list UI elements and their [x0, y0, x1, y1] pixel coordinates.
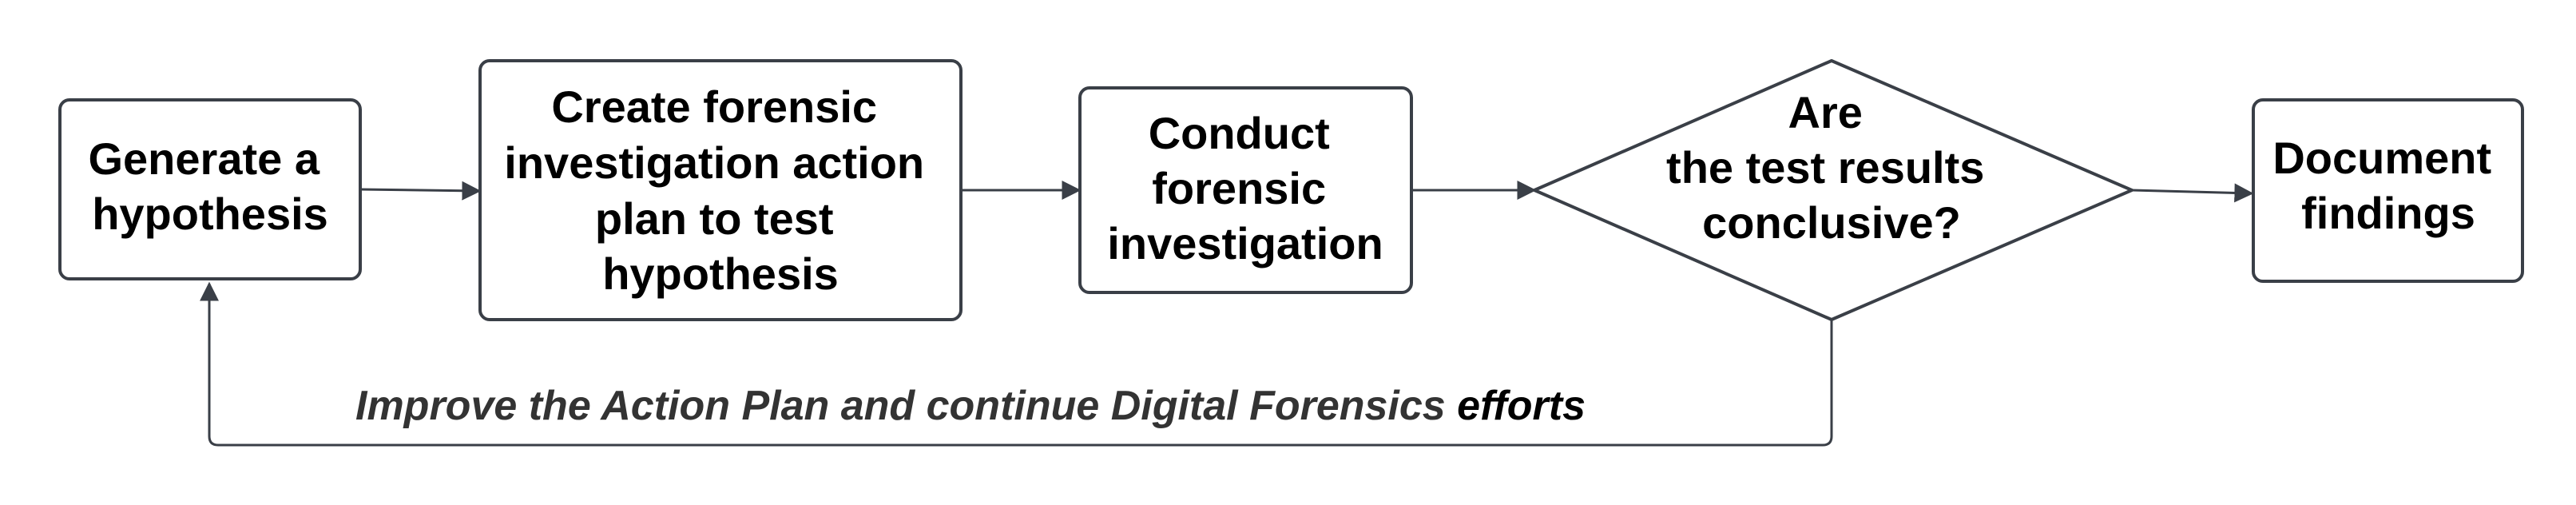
node-decision-conclusive-line-1: Are: [1788, 87, 1863, 137]
node-document-findings-line-2: findings: [2301, 188, 2475, 238]
node-document-findings-line-1: Document: [2272, 133, 2491, 183]
svg-text:Document findings: Document findings: [2272, 133, 2503, 238]
loop-edge-label-part1: Improve the Action Plan and continue Dig…: [355, 383, 1457, 429]
node-conduct-investigation-line-1: Conduct: [1149, 108, 1330, 158]
node-conduct-investigation-line-3: investigation: [1107, 218, 1383, 268]
node-create-action-plan-line-2: investigation action: [504, 137, 924, 188]
node-conduct-investigation-box: [1078, 86, 1413, 294]
node-create-action-plan: Create forensic investigation action pla…: [478, 59, 963, 321]
node-generate-hypothesis-line-2: hypothesis: [92, 189, 328, 239]
node-create-action-plan-line-4: hypothesis: [602, 249, 839, 299]
svg-text:Create forensic investig: Create forensic investigation action pla…: [504, 82, 936, 299]
node-decision-conclusive: Are the test results conclusive?: [1533, 59, 2133, 321]
svg-text:Are the test results: Are the test results conclusive?: [1666, 87, 1997, 248]
node-decision-conclusive-line-3: conclusive?: [1702, 197, 1961, 248]
loop-edge-label-part2: efforts: [1457, 383, 1586, 429]
edge-decision-to-generate-loop: [200, 281, 1833, 447]
node-decision-conclusive-diamond: [1533, 59, 2133, 321]
loop-edge-label: Improve the Action Plan and continue Dig…: [355, 383, 1586, 429]
svg-text:Conduct forensic i: Conduct forensic investigation: [1107, 108, 1383, 268]
node-generate-hypothesis-line-1: Generate a: [88, 133, 320, 184]
edge-generate-to-create-plan: [359, 181, 482, 201]
edge-decision-to-document: [2131, 183, 2254, 203]
node-create-action-plan-box: [478, 59, 963, 321]
node-document-findings: Document findings: [2252, 98, 2524, 283]
node-decision-conclusive-line-2: the test results: [1666, 142, 1984, 193]
node-create-action-plan-line-3: plan to test: [595, 193, 834, 244]
node-conduct-investigation-line-2: forensic: [1152, 163, 1326, 213]
node-create-action-plan-line-1: Create forensic: [551, 82, 877, 132]
svg-text:Generate a hypothesis: Generate a hypothesis: [88, 133, 331, 239]
node-document-findings-box: [2252, 98, 2524, 283]
node-generate-hypothesis-box: [58, 98, 362, 280]
node-generate-hypothesis: Generate a hypothesis: [58, 98, 362, 280]
node-conduct-investigation: Conduct forensic investigation: [1078, 86, 1413, 294]
